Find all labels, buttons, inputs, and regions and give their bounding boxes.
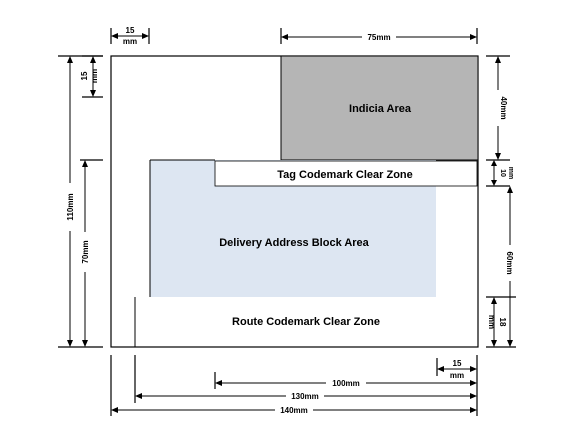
arrow-head bbox=[82, 340, 88, 347]
arrow-head bbox=[142, 33, 149, 39]
arrow-head bbox=[507, 186, 513, 193]
dim-left-top-margin-value: 15 bbox=[80, 71, 89, 80]
arrow-head bbox=[111, 407, 118, 413]
arrow-head bbox=[67, 56, 73, 63]
arrow-head bbox=[437, 366, 444, 372]
arrow-head bbox=[470, 380, 477, 386]
dim-width-100-value: 100mm bbox=[332, 379, 360, 388]
dim-route-zone-height-value: 18 bbox=[498, 318, 507, 327]
dim-left-top-margin-unit: mm bbox=[90, 69, 99, 83]
arrow-head bbox=[135, 393, 142, 399]
arrow-head bbox=[470, 34, 477, 40]
arrow-head bbox=[470, 393, 477, 399]
arrow-head bbox=[491, 340, 497, 347]
arrow-head bbox=[495, 153, 501, 160]
tag-codemark-clear-zone bbox=[214, 160, 478, 187]
arrow-head bbox=[67, 340, 73, 347]
arrow-head bbox=[507, 340, 513, 347]
arrow-head bbox=[90, 56, 96, 63]
dim-indicia-width-value: 75mm bbox=[367, 33, 390, 42]
arrow-head bbox=[495, 56, 501, 63]
dim-tag-zone-height-value: 10 bbox=[499, 169, 506, 177]
dim-right-middle-height-value: 60mm bbox=[505, 251, 514, 274]
arrow-head bbox=[491, 180, 497, 186]
arrow-head bbox=[111, 33, 118, 39]
delivery-address-block-label: Delivery Address Block Area bbox=[219, 237, 369, 249]
dim-route-zone-height-unit: mm bbox=[487, 315, 496, 329]
route-codemark-clear-zone-label: Route Codemark Clear Zone bbox=[232, 316, 380, 328]
dim-address-height-value: 70mm bbox=[81, 240, 90, 263]
arrow-head bbox=[82, 160, 88, 167]
arrow-head bbox=[491, 297, 497, 304]
dim-top-left-margin-value: 15 bbox=[126, 26, 135, 35]
arrow-head bbox=[215, 380, 222, 386]
tag-codemark-clear-zone-label: Tag Codemark Clear Zone bbox=[277, 169, 413, 181]
arrow-head bbox=[470, 407, 477, 413]
dim-tag-zone-height-unit: mm bbox=[507, 167, 514, 179]
dim-bottom-right-margin-value: 15 bbox=[453, 359, 462, 368]
arrow-head bbox=[90, 90, 96, 97]
arrow-head bbox=[281, 34, 288, 40]
indicia-area-label: Indicia Area bbox=[349, 103, 412, 115]
indicia-area bbox=[280, 55, 479, 161]
arrow-head bbox=[470, 366, 477, 372]
dim-width-130-value: 130mm bbox=[291, 392, 319, 401]
dim-overall-height-value: 110mm bbox=[66, 193, 75, 220]
dim-top-left-margin-unit: mm bbox=[123, 37, 137, 46]
dim-bottom-right-margin-unit: mm bbox=[450, 371, 464, 380]
arrow-head bbox=[491, 160, 497, 166]
dim-indicia-height-value: 40mm bbox=[499, 96, 508, 119]
dim-width-140-value: 140mm bbox=[280, 406, 308, 415]
